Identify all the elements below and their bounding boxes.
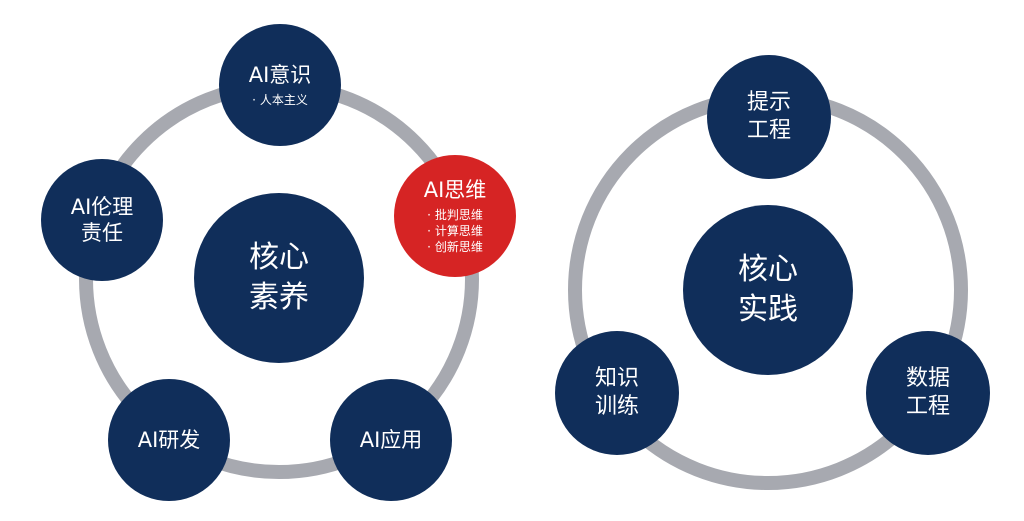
node-ai-thinking-title: AI思维	[423, 178, 487, 202]
node-ai-awareness-subs: 人本主义	[252, 92, 308, 108]
node-ai-awareness: AI意识 人本主义	[219, 24, 341, 146]
left-center-node: 核心 素养	[194, 193, 364, 363]
node-ai-thinking-subs: 批判思维 计算思维 创新思维	[427, 207, 483, 255]
node-ai-application: AI应用	[330, 379, 452, 501]
right-center-label: 核心 实践	[738, 252, 798, 327]
node-ai-awareness-title: AI意识	[248, 63, 312, 87]
node-ai-rd: AI研发	[108, 379, 230, 501]
node-knowledge-training: 知识 训练	[555, 331, 679, 455]
node-ai-thinking-sub: 批判思维	[427, 207, 483, 223]
right-center-node: 核心 实践	[683, 205, 853, 375]
node-ai-thinking: AI思维 批判思维 计算思维 创新思维	[394, 155, 516, 277]
node-ai-rd-title: AI研发	[137, 428, 201, 452]
node-ai-awareness-sub: 人本主义	[252, 92, 308, 108]
node-ai-thinking-sub: 创新思维	[427, 239, 483, 255]
node-knowledge-training-title: 知识 训练	[594, 366, 639, 419]
left-center-label: 核心 素养	[249, 240, 309, 315]
node-ai-ethics-title: AI伦理 责任	[70, 195, 134, 245]
node-ai-ethics: AI伦理 责任	[41, 159, 163, 281]
node-prompt-engineering-title: 提示 工程	[746, 90, 791, 143]
node-ai-application-title: AI应用	[359, 428, 423, 452]
node-ai-thinking-sub: 计算思维	[427, 223, 483, 239]
node-data-engineering-title: 数据 工程	[905, 366, 950, 419]
node-prompt-engineering: 提示 工程	[707, 55, 831, 179]
node-data-engineering: 数据 工程	[866, 331, 990, 455]
